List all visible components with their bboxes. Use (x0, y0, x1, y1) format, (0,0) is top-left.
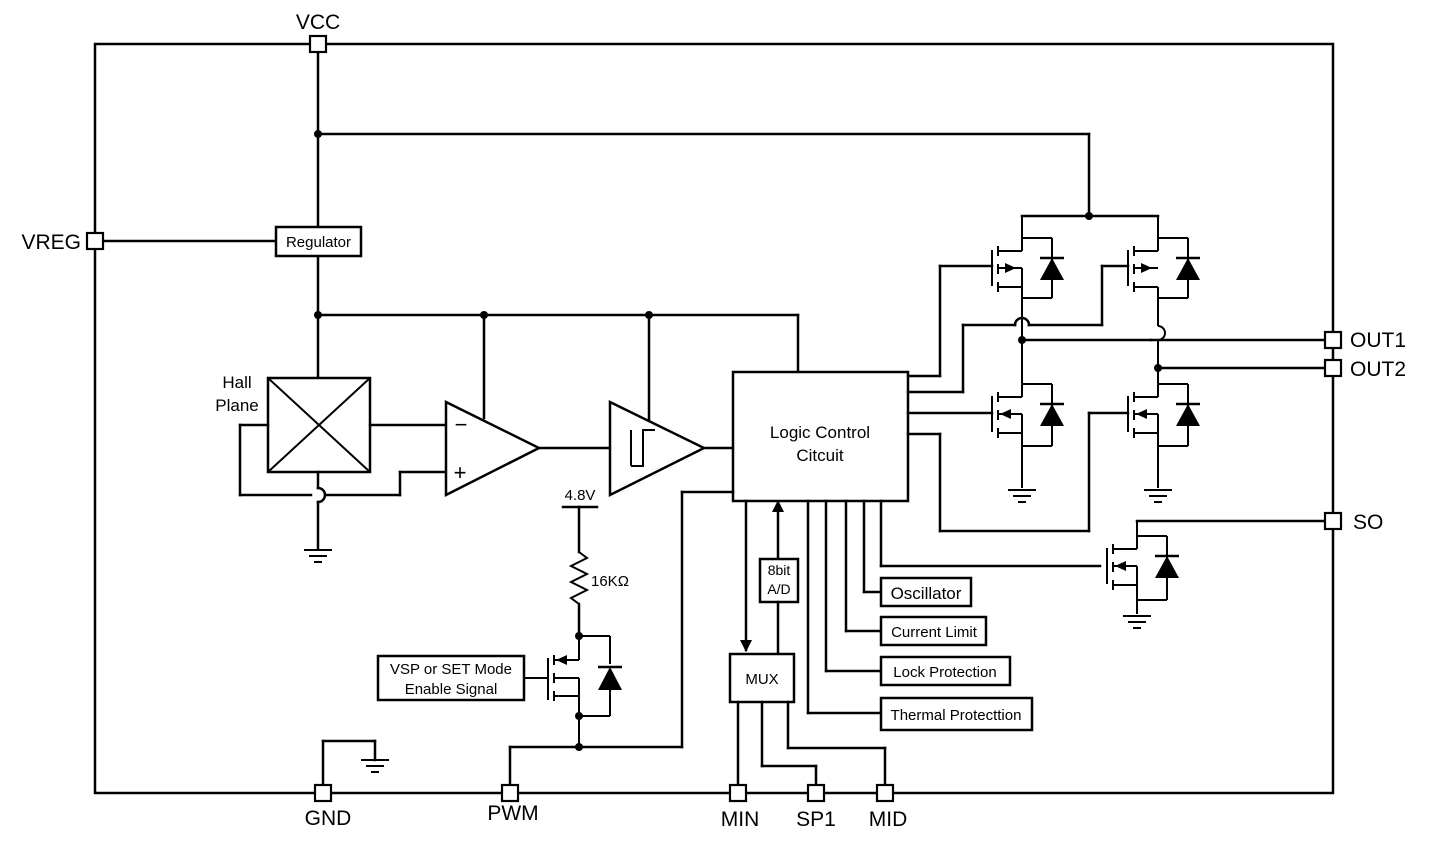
pwm-label: PWM (487, 802, 538, 825)
high-side-mosfet-1 (991, 216, 1064, 338)
oscillator-block (879, 576, 973, 608)
thermal-protection-label: Thermal Protecttion (891, 707, 1022, 724)
lock-protection-label: Lock Protection (893, 664, 996, 681)
so-output-mosfet (1106, 521, 1179, 614)
gnd-pin (313, 783, 333, 803)
hall-amplifier (444, 399, 542, 498)
chip-outline (93, 42, 1335, 795)
regulator-label: Regulator (286, 234, 351, 251)
so-label: SO (1353, 511, 1383, 534)
thermal-protection-block (879, 696, 1034, 732)
mux-label: MUX (745, 671, 778, 688)
pwm-pin (500, 783, 520, 803)
adc-block (758, 557, 800, 604)
out2-pin (1323, 358, 1343, 378)
vreg-pin (85, 231, 105, 251)
vsp-label-line1: VSP or SET Mode (390, 661, 512, 678)
adc-label-line2: A/D (767, 581, 790, 597)
adc-label-line1: 8bit (768, 562, 791, 578)
vcc-label: VCC (296, 11, 340, 34)
so-pin (1323, 511, 1343, 531)
sp1-label: SP1 (796, 808, 836, 831)
supply-voltage-label: 4.8V (565, 487, 596, 504)
oscillator-label: Oscillator (891, 584, 962, 603)
sp1-pin (806, 783, 826, 803)
mid-label: MID (869, 808, 908, 831)
out2-label: OUT2 (1350, 358, 1406, 381)
low-side-mosfet-2 (1127, 383, 1200, 488)
resistor (568, 551, 590, 605)
logic-control-circuit (731, 370, 910, 503)
vsp-label-line2: Enable Signal (405, 681, 498, 698)
low-side-mosfet-1 (991, 383, 1064, 488)
logic-label-line1: Logic Control (770, 423, 870, 442)
opamp-minus-label: − (455, 412, 468, 437)
high-side-mosfet-2 (1127, 216, 1200, 368)
vsp-enable-box (376, 654, 526, 702)
min-label: MIN (721, 808, 760, 831)
min-pin (728, 783, 748, 803)
logic-label-line2: Citcuit (796, 446, 844, 465)
resistor-value-label: 16KΩ (591, 573, 629, 590)
out1-label: OUT1 (1350, 329, 1406, 352)
lock-protection-block (879, 655, 1012, 687)
regulator-block (274, 225, 363, 258)
hall-label-line2: Plane (215, 396, 258, 415)
gnd-label: GND (305, 807, 352, 830)
out1-pin (1323, 330, 1343, 350)
schmitt-trigger (608, 399, 707, 498)
current-limit-block (879, 615, 988, 647)
hall-label-line1: Hall (222, 373, 251, 392)
vsp-enable-mosfet (524, 635, 622, 747)
opamp-plus-label: + (454, 460, 467, 485)
current-limit-label: Current Limit (891, 624, 978, 641)
mid-pin (875, 783, 895, 803)
vreg-label: VREG (21, 231, 81, 254)
vcc-pin (308, 34, 328, 54)
